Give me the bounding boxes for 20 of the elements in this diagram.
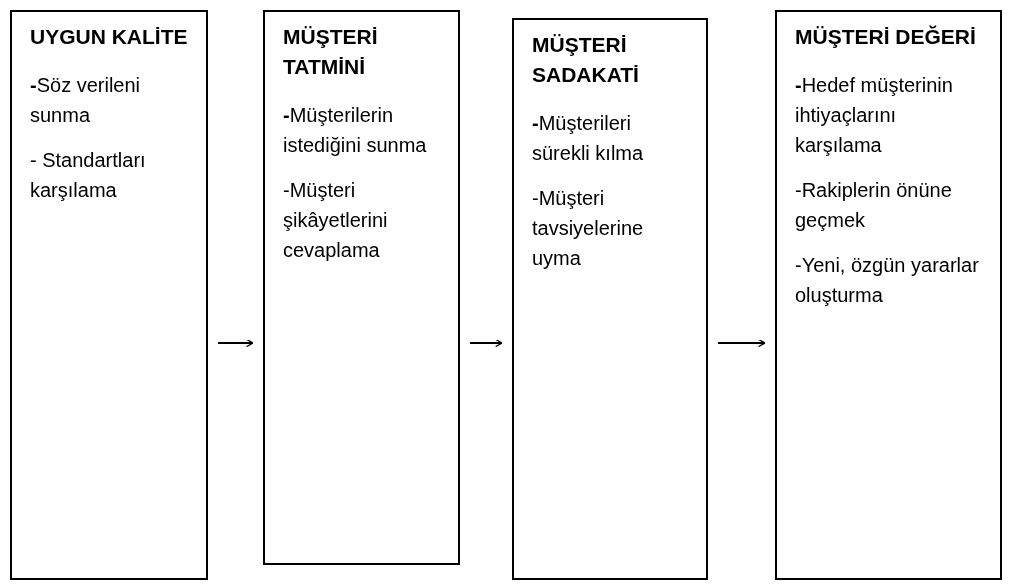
bullet-text: -Müşteri şikâyetlerini cevaplama xyxy=(283,178,389,263)
box-heading: MÜŞTERİ SADAKATİ xyxy=(532,32,640,88)
arrow xyxy=(217,338,254,348)
process-box xyxy=(263,10,460,565)
box-heading: MÜŞTERİ DEĞERİ xyxy=(795,24,977,50)
bullet-text: -Söz verileni sunma xyxy=(30,73,142,128)
box-heading: MÜŞTERİ TATMİNİ xyxy=(283,24,379,80)
bullet-text: -Rakiplerin önüne geçmek xyxy=(795,178,953,233)
arrow xyxy=(469,338,503,348)
bullet-text: -Hedef müşterinin ihtiyaçlarını karşılama xyxy=(795,73,954,158)
box-heading: UYGUN KALİTE xyxy=(30,24,189,50)
bullet-text: -Müşterileri sürekli kılma xyxy=(532,111,645,166)
process-box xyxy=(775,10,1002,580)
bullet-text: -Yeni, özgün yararlar oluşturma xyxy=(795,253,980,308)
bullet-text: -Müşterilerin istediğini sunma xyxy=(283,103,428,158)
bullet-text: - Standartları karşılama xyxy=(30,148,147,203)
process-box xyxy=(512,18,708,580)
bullet-text: -Müşteri tavsiyelerine uyma xyxy=(532,186,645,271)
process-box xyxy=(10,10,208,580)
arrow xyxy=(717,338,766,348)
